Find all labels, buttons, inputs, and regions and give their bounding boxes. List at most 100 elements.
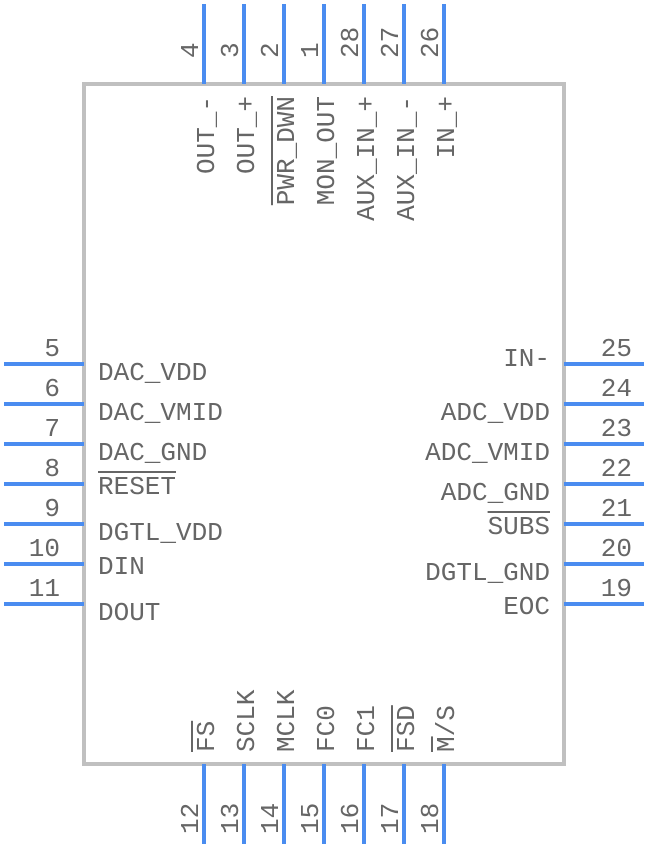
pin-label-group: FS <box>191 721 222 752</box>
pin-number: 20 <box>601 534 632 564</box>
pin-bottom-13: 13 SCLK <box>216 689 262 844</box>
pin-number: 21 <box>601 494 632 524</box>
pin-label: DAC_GND <box>98 438 207 468</box>
pin-label: PWR_DWN <box>272 96 302 205</box>
pin-number: 7 <box>44 414 60 444</box>
pin-label-group: PWR_DWN <box>271 96 302 205</box>
pin-label: DAC_VDD <box>98 358 207 388</box>
pin-label: FSD <box>392 705 422 752</box>
pin-label: EOC <box>503 592 550 622</box>
pin-number: 22 <box>601 454 632 484</box>
pin-number: 4 <box>176 42 206 58</box>
pin-label: AUX_IN_+ <box>352 96 382 221</box>
pin-number: 1 <box>296 42 326 58</box>
pin-label: MCLK <box>272 689 302 752</box>
pin-label-group: AUX_IN_+ <box>352 96 382 221</box>
pin-label: DOUT <box>98 598 160 628</box>
pin-number: 15 <box>296 803 326 834</box>
pin-number: 12 <box>176 803 206 834</box>
pin-label: DAC_VMID <box>98 398 223 428</box>
pin-label: SCLK <box>232 689 262 752</box>
pin-number: 28 <box>336 27 366 58</box>
pin-number: 16 <box>336 803 366 834</box>
pin-number: 2 <box>256 42 286 58</box>
pin-label: IN_+ <box>432 96 462 158</box>
pin-label: MON_OUT <box>312 96 342 205</box>
pin-number: 13 <box>216 803 246 834</box>
pin-number: 27 <box>376 27 406 58</box>
pin-label-group: SCLK <box>232 689 262 752</box>
pin-bottom-12: 12 FS <box>176 721 222 844</box>
pin-label-group: M/S <box>431 705 462 752</box>
pin-number: 11 <box>29 574 60 604</box>
pin-label: SUBS <box>488 512 550 542</box>
pin-label: DGTL_GND <box>425 558 550 588</box>
pin-bottom-14: 14 MCLK <box>256 689 302 844</box>
pin-label: FC1 <box>352 705 382 752</box>
pin-label-group: OUT_+ <box>232 96 262 174</box>
pin-label: OUT_+ <box>232 96 262 174</box>
pin-bottom-17: 17 FSD <box>376 705 422 844</box>
pin-label: DGTL_VDD <box>98 518 223 548</box>
pin-label: AUX_IN_- <box>392 96 422 221</box>
pin-label: RESET <box>98 472 176 502</box>
pin-number: 26 <box>416 27 446 58</box>
pin-label: ADC_VMID <box>425 438 550 468</box>
pin-number: 25 <box>601 334 632 364</box>
pin-number: 14 <box>256 803 286 834</box>
pin-label: FC0 <box>312 705 342 752</box>
pin-number: 3 <box>216 42 246 58</box>
pin-number: 19 <box>601 574 632 604</box>
pin-number: 9 <box>44 494 60 524</box>
pin-label-group: FC1 <box>352 705 382 752</box>
pin-number: 17 <box>376 803 406 834</box>
pin-label-group: IN_+ <box>432 96 462 158</box>
pin-label-group: MCLK <box>272 689 302 752</box>
pin-label: ADC_GND <box>441 478 550 508</box>
pin-label: OUT_- <box>192 96 222 174</box>
pin-number: 24 <box>601 374 632 404</box>
pin-number: 10 <box>29 534 60 564</box>
pin-number: 18 <box>416 803 446 834</box>
pin-label-group: OUT_- <box>192 96 222 174</box>
pin-label: IN- <box>503 344 550 374</box>
chip-body <box>82 82 566 766</box>
pin-number: 23 <box>601 414 632 444</box>
pin-number: 5 <box>44 334 60 364</box>
pin-label: FS <box>192 721 222 752</box>
pin-label-group: FC0 <box>312 705 342 752</box>
pin-label-group: MON_OUT <box>312 96 342 205</box>
pin-label-group: AUX_IN_- <box>392 96 422 221</box>
pin-right-25: 25 IN- <box>503 334 644 374</box>
pins: 4OUT_-3OUT_+2PWR_DWN1MON_OUT28AUX_IN_+27… <box>4 4 644 844</box>
pin-number: 8 <box>44 454 60 484</box>
pin-label-group: FSD <box>391 705 422 752</box>
pin-bottom-18: 18 M/S <box>416 705 462 844</box>
pin-number: 6 <box>44 374 60 404</box>
pin-bottom-16: 16 FC1 <box>336 705 382 844</box>
pin-label: M/S <box>432 705 462 752</box>
pin-label: DIN <box>98 552 145 582</box>
pin-bottom-15: 15 FC0 <box>296 705 342 844</box>
pin-label: ADC_VDD <box>441 398 550 428</box>
